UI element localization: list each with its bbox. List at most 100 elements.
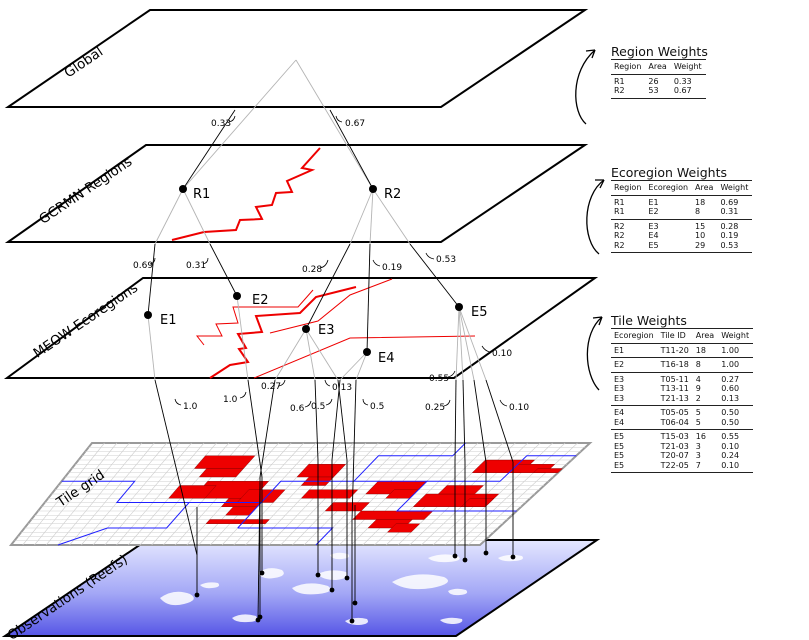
ecoregion-col-header: Region [611, 180, 646, 196]
link-r1-e2 [209, 243, 238, 297]
node-label-e3: E3 [318, 323, 335, 338]
link-global-r2-lower [329, 109, 374, 190]
tile-boundary-line [237, 527, 334, 546]
tile-table-cell: T05-05 [660, 408, 689, 417]
ecoregion-table-cell: E1 [648, 197, 659, 207]
tile-table-cell: E5 [614, 451, 625, 460]
node-e5 [455, 303, 463, 311]
arrow-ecoregion-weights [586, 179, 605, 255]
reef-patches [160, 552, 523, 625]
ecoregion-table-row: R1 E1 18 0.69 [611, 195, 752, 207]
ecoregion-table-cell: E2 [648, 207, 659, 216]
tile-weights-title: Tile Weights [611, 313, 687, 328]
arrow-tile-weights [586, 316, 603, 391]
tile-col-header: Tile ID [657, 328, 693, 344]
region-table-cell: R1 [614, 76, 625, 86]
tile-table-cell: 16 [695, 432, 706, 441]
tile-table-cell: 0.27 [721, 374, 740, 384]
weight-e5-d: 0.10 [509, 403, 529, 413]
tile-table-cell: 0.24 [721, 451, 740, 460]
global-plane [4, 9, 589, 108]
tile-table-cell: 4 [695, 374, 701, 384]
tile-table-cell: 0.13 [721, 393, 740, 403]
weight-r2-e3: 0.28 [302, 265, 322, 275]
ecoregion-table-cell: 29 [695, 240, 706, 250]
region-table-cell: R2 [614, 86, 625, 95]
hierarchy-links [147, 59, 514, 556]
ecoregion-table-cell: 0.69 [720, 197, 739, 207]
tile-table-cell: T15-03 [660, 432, 689, 441]
tile-cell-cluster [386, 523, 421, 533]
tile-table-cell: 1.00 [721, 360, 740, 369]
ecoregion-table-cell: E5 [648, 240, 659, 250]
link-e4-b [351, 379, 357, 521]
weight-e4-a: 0.5 [311, 402, 325, 412]
link-e3-a [259, 379, 276, 478]
aggregation-arrows [575, 49, 605, 391]
weight-r1-e2: 0.31 [186, 261, 206, 271]
link-global-r1 [182, 59, 297, 190]
tile-cells [168, 455, 564, 533]
tile-col-header: Area [692, 328, 719, 344]
link-e5-a [454, 379, 457, 463]
tile-table-cell: T05-11 [660, 374, 689, 384]
tile-table-cell: E4 [614, 417, 625, 427]
region-table-cell: 53 [648, 86, 659, 95]
tile-table-cell: 0.50 [721, 408, 740, 417]
tile-table-cell: 0.55 [721, 432, 740, 441]
link-e5-c [473, 379, 487, 463]
tile-table-cell: 8 [695, 360, 701, 369]
weight-tick-marks [149, 115, 508, 408]
tile-table-cell: 0.10 [721, 441, 740, 451]
tile-col-header: Weight [718, 328, 754, 344]
node-label-e1: E1 [160, 313, 177, 328]
tile-table-cell: T21-13 [660, 393, 689, 403]
tile-boundary-line [57, 442, 466, 546]
tile-table-cell: 9 [695, 384, 701, 393]
tile-grid-plane [8, 442, 593, 546]
regions-plane [4, 144, 589, 243]
tile-table-cell: 0.60 [721, 384, 740, 393]
tile-cell-cluster [532, 468, 564, 473]
tile-cell-cluster [168, 485, 217, 499]
node-label-e5: E5 [471, 305, 488, 320]
ecoregion-table-cell: 15 [695, 221, 706, 231]
tile-table-cell: 0.50 [721, 417, 740, 427]
link-r2-e5 [409, 243, 460, 308]
region-table-cell: 0.33 [673, 76, 692, 86]
weight-e2-tile: 1.0 [223, 395, 238, 405]
tile-cell-cluster [352, 510, 434, 520]
tile-table-cell: 5 [695, 417, 701, 427]
link-r1-e1 [147, 243, 156, 316]
weight-e4-b: 0.5 [370, 402, 384, 412]
ecoregion-table-cell: 18 [695, 197, 706, 207]
node-label-e4: E4 [378, 351, 395, 366]
ecoregion-table-cell: 0.19 [720, 231, 739, 240]
ecoregion-table-cell: R2 [614, 240, 625, 250]
tile-boundary-line [353, 480, 517, 512]
node-e1 [144, 311, 152, 319]
tile-boundary-line [61, 480, 190, 503]
tile-table-cell: 0.10 [721, 460, 740, 470]
tile-table-cell: 1.00 [721, 345, 740, 355]
tile-table-cell: E3 [614, 374, 625, 384]
ecoregion-table-cell: R1 [614, 197, 625, 207]
link-e3-c [337, 379, 348, 461]
node-label-r1: R1 [193, 187, 210, 202]
tile-table-cell: E5 [614, 441, 625, 451]
tile-table-cell: 3 [695, 441, 701, 451]
tile-table-cell: T06-04 [660, 417, 689, 427]
region-table-cell: 26 [648, 76, 659, 86]
ecoregion-boundary-e3 [269, 278, 393, 334]
ecoregion-col-header: Ecoregion [645, 180, 693, 196]
ecoregion-table-cell: E4 [648, 231, 659, 240]
tile-boundary-line [237, 502, 262, 529]
ecoregion-table-cell: 8 [695, 207, 701, 216]
